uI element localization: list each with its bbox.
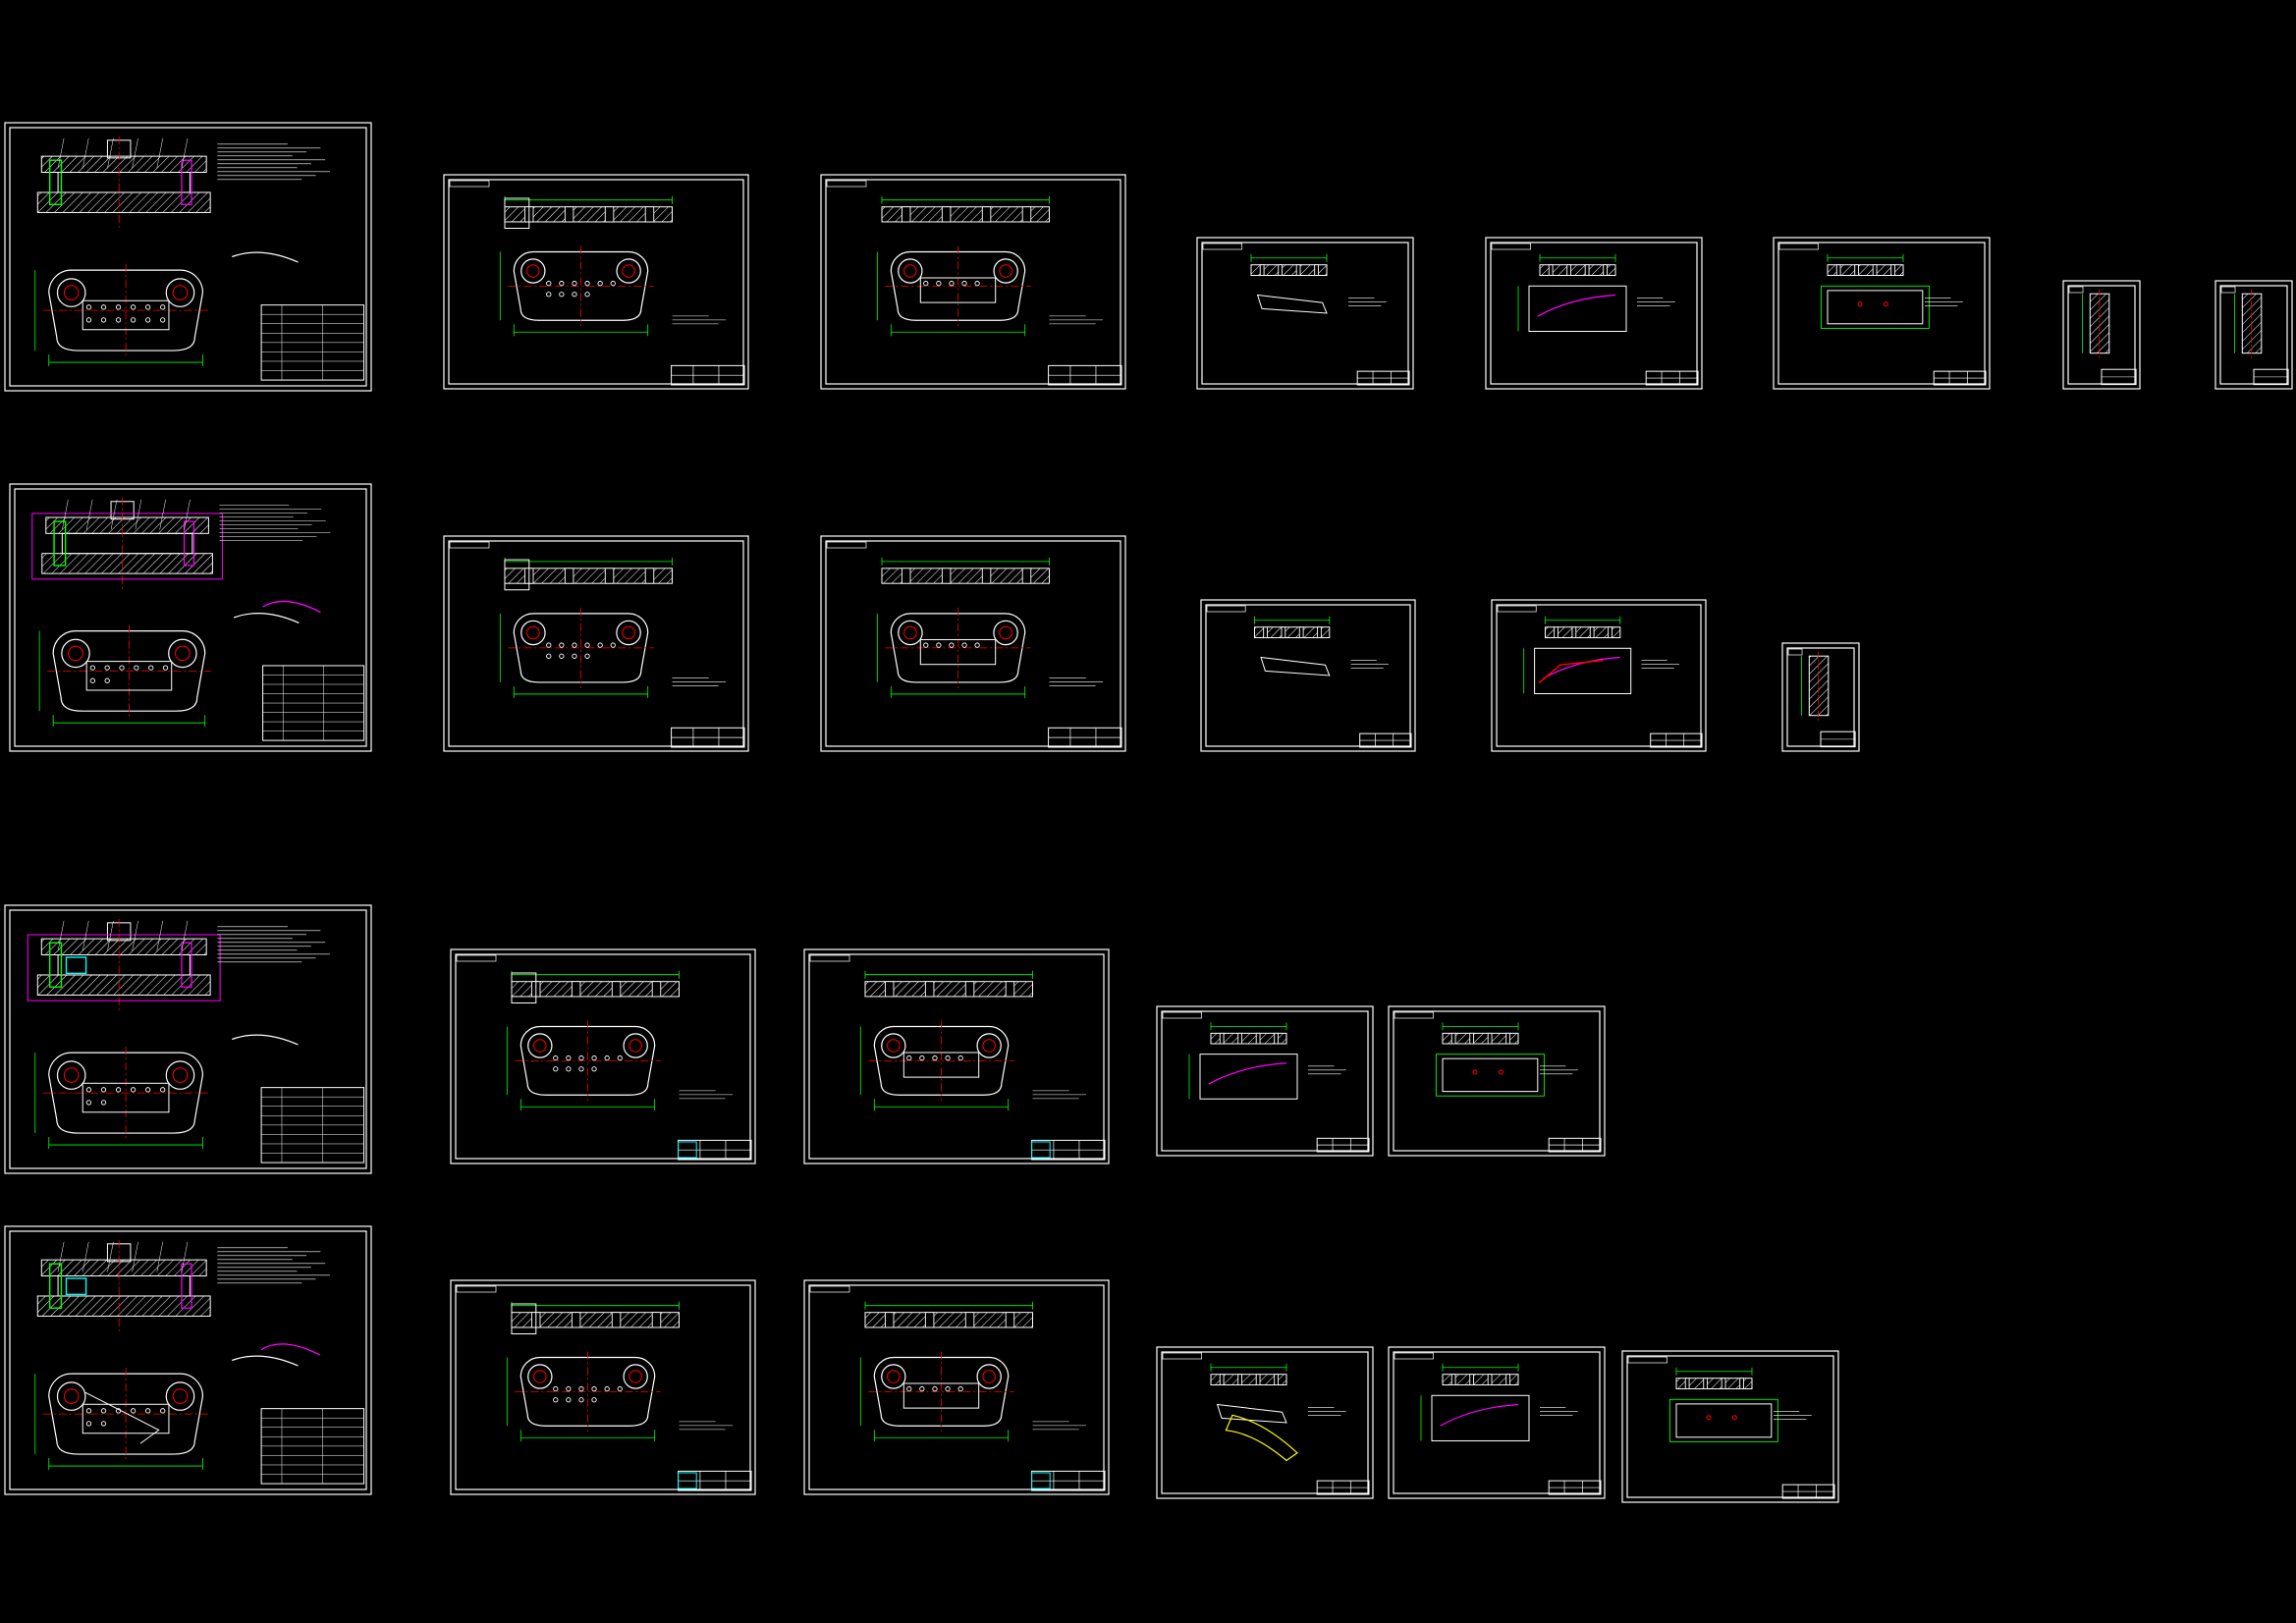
drawing-sheet-s4-assembly[interactable] [4, 1225, 372, 1495]
drawing-sheet-s1-part-d[interactable] [1485, 237, 1703, 390]
drawing-sheet-s3-assembly[interactable] [4, 904, 372, 1174]
drawing-sheet-s2-assembly[interactable] [9, 483, 372, 752]
drawing-sheet-s4-part-c[interactable] [1156, 1346, 1374, 1499]
drawing-sheet-s1-part-c[interactable] [1196, 237, 1414, 390]
drawing-sheet-s4-part-b[interactable] [803, 1279, 1110, 1495]
drawing-sheet-s1-assembly[interactable] [4, 122, 372, 392]
drawing-sheet-s1-part-f[interactable] [2062, 280, 2141, 390]
drawing-sheet-s1-part-a[interactable] [443, 174, 749, 390]
drawing-sheet-s4-part-a[interactable] [450, 1279, 756, 1495]
drawing-sheet-s3-part-d[interactable] [1388, 1005, 1606, 1157]
drawing-sheet-s3-part-b[interactable] [803, 948, 1110, 1164]
drawing-sheet-s4-part-e[interactable] [1621, 1350, 1839, 1503]
drawing-sheet-s1-part-g[interactable] [2214, 280, 2293, 390]
drawing-sheet-s4-part-d[interactable] [1388, 1346, 1606, 1499]
drawing-sheets-layer [4, 122, 2293, 1503]
drawing-sheet-s2-part-d[interactable] [1491, 599, 1707, 752]
drawing-sheet-s2-part-a[interactable] [443, 535, 749, 752]
drawing-sheet-s3-part-c[interactable] [1156, 1005, 1374, 1157]
drawing-sheet-s2-part-e[interactable] [1781, 642, 1860, 752]
drawing-sheet-s2-part-c[interactable] [1200, 599, 1416, 752]
drawing-sheet-s1-part-e[interactable] [1773, 237, 1991, 390]
drawing-sheet-s3-part-a[interactable] [450, 948, 756, 1164]
drawing-sheet-s1-part-b[interactable] [820, 174, 1126, 390]
drawing-sheet-s2-part-b[interactable] [820, 535, 1126, 752]
